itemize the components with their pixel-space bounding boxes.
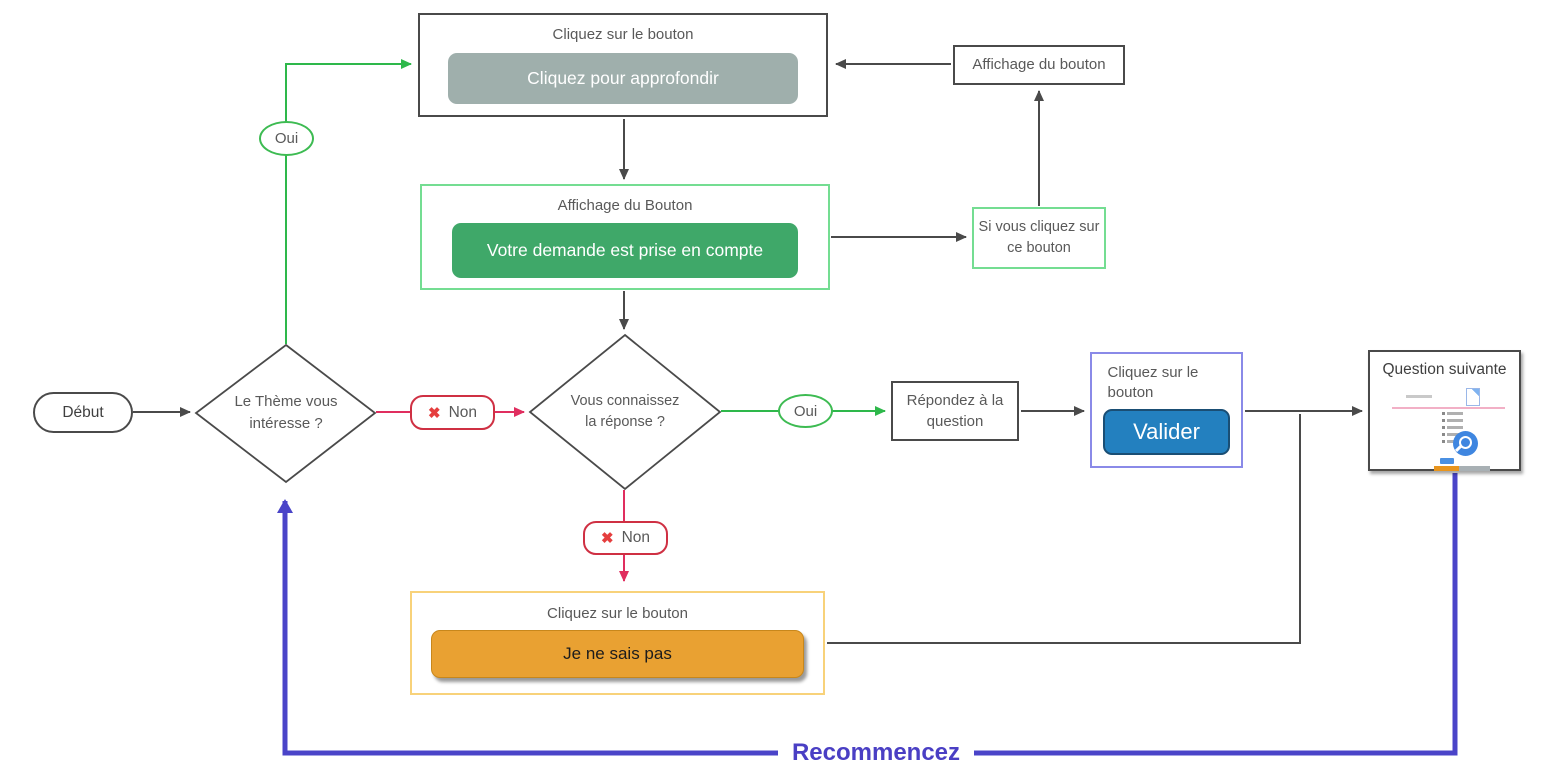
decision-reponse-label: Vous connaissez la réponse ? (570, 392, 680, 430)
non-theme-text: Non (448, 403, 477, 421)
thumbnail-divider (1392, 407, 1505, 409)
thumbnail-list-item (1447, 426, 1463, 429)
je-ne-sais-pas-title: Cliquez sur le bouton (547, 605, 688, 622)
thumbnail-list-item (1447, 419, 1463, 422)
thumbnail-mini-button (1440, 458, 1454, 464)
thumbnail-orange-bar (1434, 466, 1459, 471)
decision-theme-label: Le Thème vous intéresse ? (234, 393, 338, 432)
box-question-suivante: Question suivante (1368, 350, 1521, 471)
valider-button[interactable]: Valider (1103, 408, 1230, 455)
box-je-ne-sais-pas: Cliquez sur le bouton Je ne sais pas (410, 591, 825, 695)
box-demande-title: Affichage du Bouton (557, 197, 693, 214)
demande-button[interactable]: Votre demande est prise en compte (452, 223, 798, 279)
non-reponse-text: Non (621, 529, 650, 546)
je-ne-sais-pas-button[interactable]: Je ne sais pas (431, 630, 804, 679)
edge-recommencez-left (277, 499, 780, 756)
edge-oui-theme (285, 59, 412, 344)
thumbnail-list-item (1447, 412, 1463, 415)
start-node: Début (33, 392, 133, 433)
magnifier-icon (1453, 431, 1478, 456)
decision-reponse-diamond (528, 333, 722, 491)
question-suivante-title: Question suivante (1382, 361, 1507, 378)
box-valider: Cliquez sur le bouton Valider (1090, 352, 1243, 468)
question-thumbnail (1370, 352, 1523, 473)
bullet-icon (1442, 426, 1445, 429)
bullet-icon (1442, 433, 1445, 436)
x-icon: ✖ (427, 404, 441, 422)
bullet-icon (1442, 412, 1445, 415)
x-icon: ✖ (600, 530, 614, 547)
edge-label-oui-theme: Oui (259, 121, 314, 156)
edge-label-oui-reponse: Oui (778, 394, 833, 428)
box-approfondir: Cliquez sur le bouton Cliquez pour appro… (418, 13, 828, 117)
thumbnail-gray-bar (1459, 466, 1490, 471)
edge-saispas-to-question-join (827, 414, 1301, 644)
recommencez-label: Recommencez (778, 736, 974, 770)
document-icon (1466, 388, 1480, 406)
edge-recommencez-right (970, 473, 1458, 756)
edge-label-non-reponse: ✖ Non (583, 521, 668, 555)
box-repondez: Répondez à la question (891, 381, 1019, 441)
bullet-icon (1442, 440, 1445, 443)
box-demande: Affichage du Bouton Votre demande est pr… (420, 184, 830, 290)
decision-theme-diamond (194, 343, 377, 484)
bullet-icon (1442, 419, 1445, 422)
approfondir-button[interactable]: Cliquez pour approfondir (448, 53, 798, 105)
thumbnail-text-bar (1406, 395, 1432, 398)
box-si-clic: Si vous cliquez sur ce bouton (972, 207, 1106, 269)
edge-label-non-theme: ✖ Non (410, 395, 495, 430)
box-valider-title: Cliquez sur le bouton (1107, 364, 1199, 402)
box-approfondir-title: Cliquez sur le bouton (552, 26, 694, 43)
box-affichage-bouton: Affichage du bouton (953, 45, 1125, 85)
